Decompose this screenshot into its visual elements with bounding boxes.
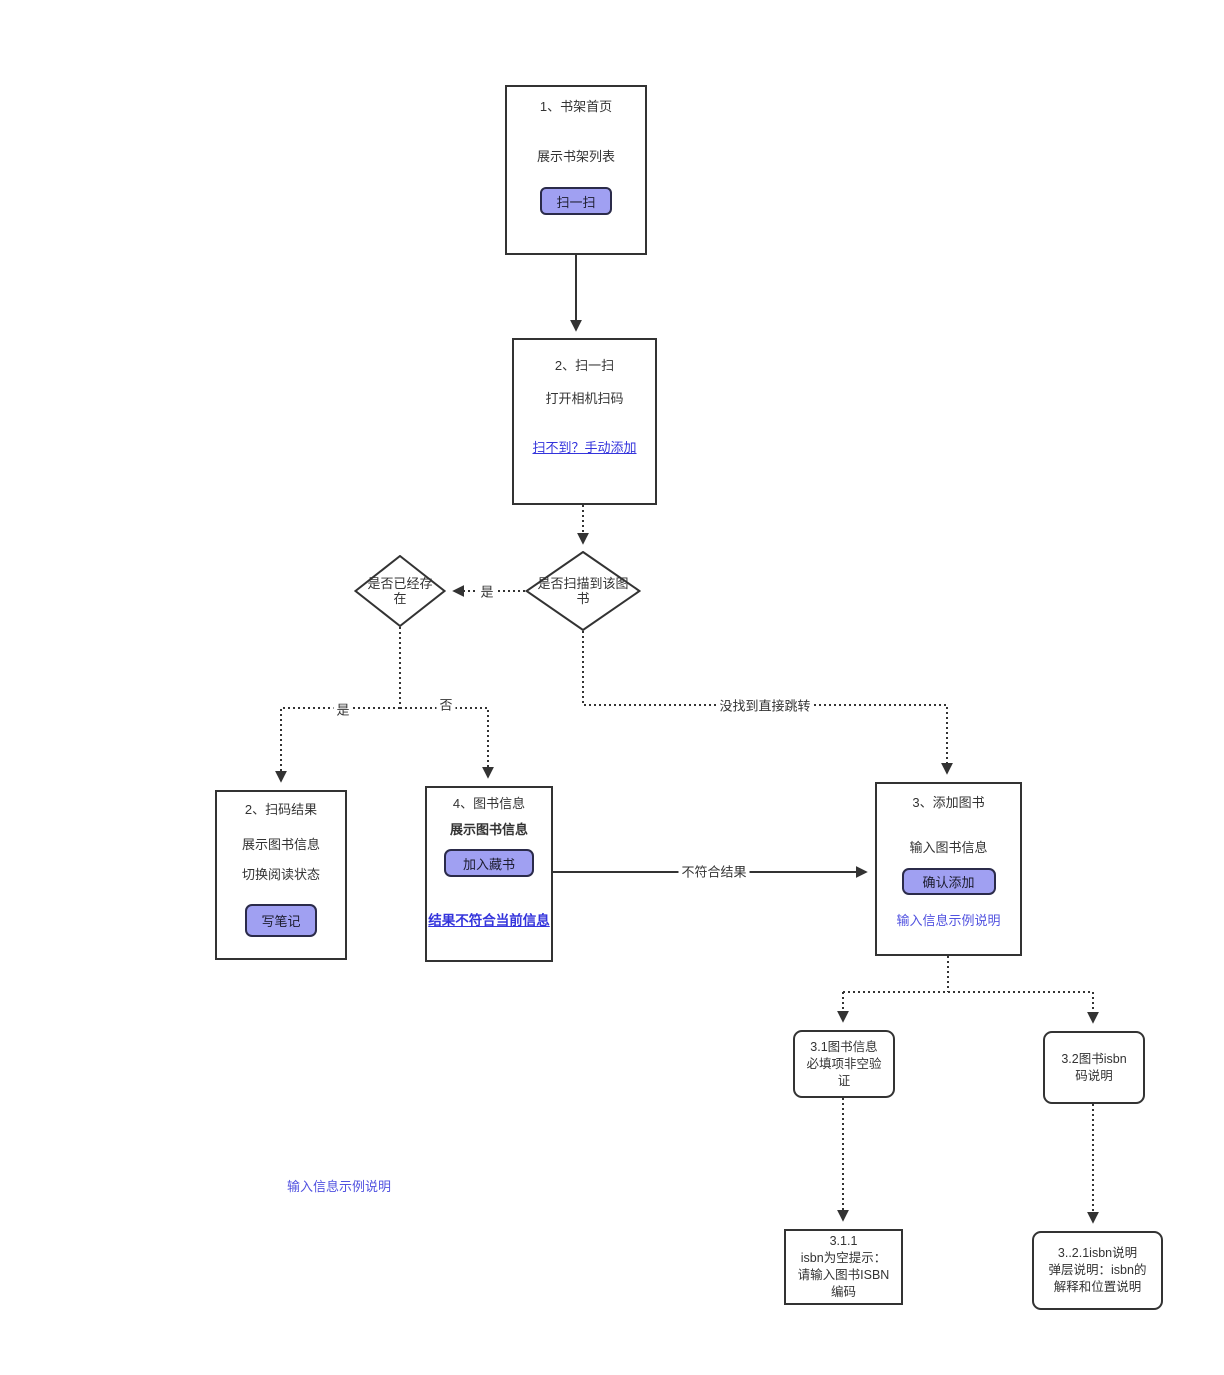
- node-scan: 2、扫一扫 打开相机扫码 扫不到？手动添加: [512, 338, 657, 505]
- node-text-line: 必填项非空验: [806, 1056, 882, 1071]
- node-title: 2、扫码结果: [244, 802, 318, 817]
- node-title: 2、扫一扫: [554, 358, 615, 373]
- diamond-shape: [525, 551, 641, 631]
- edge-label-not-found: 没找到直接跳转: [716, 695, 814, 715]
- edge-label-branch-no: 否: [436, 694, 456, 714]
- node-scan-result: 2、扫码结果 展示图书信息 切换阅读状态 写笔记: [215, 790, 347, 960]
- node-text: 展示图书信息: [241, 837, 320, 852]
- node-text-line: 3.1图书信息: [810, 1039, 878, 1054]
- node-text: 展示图书信息: [449, 822, 528, 837]
- decision-scanned: 是否扫描到该图书: [525, 551, 641, 631]
- node-text-line: 3.2图书isbn: [1061, 1051, 1127, 1066]
- node-text: 切换阅读状态: [241, 867, 320, 882]
- node-isbn-code-note: 3.2图书isbn 码说明: [1043, 1031, 1145, 1104]
- edge-label-mismatch: 不符合结果: [678, 861, 750, 881]
- node-text-line: 解释和位置说明: [1053, 1280, 1142, 1294]
- decision-label: 是否扫描到该图书: [537, 576, 629, 606]
- node-isbn-popup-note: 3..2.1isbn说明 弹层说明：isbn的 解释和位置说明: [1032, 1231, 1163, 1310]
- node-text: 打开相机扫码: [545, 391, 624, 406]
- decision-label: 是否已经存在: [367, 576, 433, 606]
- manual-add-link[interactable]: 扫不到？手动添加: [532, 440, 637, 455]
- node-text-line: 码说明: [1075, 1068, 1113, 1083]
- edge-exists-no-branch: [400, 707, 494, 779]
- node-text-line: 证: [837, 1073, 851, 1088]
- confirm-add-button[interactable]: 确认添加: [901, 868, 996, 895]
- node-text: 展示书架列表: [536, 149, 615, 164]
- node-title: 3、添加图书: [912, 795, 985, 810]
- edge-label-branch-yes: 是: [333, 699, 353, 719]
- scan-button[interactable]: 扫一扫: [540, 187, 612, 215]
- write-note-button[interactable]: 写笔记: [245, 904, 317, 937]
- node-text-line: 弹层说明：isbn的: [1048, 1263, 1147, 1277]
- result-mismatch-link[interactable]: 结果不符合当前信息: [428, 913, 550, 928]
- diamond-shape: [354, 555, 446, 627]
- decision-exists: 是否已经存在: [354, 555, 446, 627]
- node-text-line: 3..2.1isbn说明: [1057, 1246, 1138, 1260]
- node-title: 1、书架首页: [539, 99, 613, 114]
- node-isbn-empty-tip: 3.1.1 isbn为空提示： 请输入图书ISBN 编码: [784, 1229, 903, 1305]
- node-field-validation: 3.1图书信息 必填项非空验 证: [793, 1030, 895, 1098]
- input-example-link[interactable]: 输入信息示例说明: [896, 913, 1001, 928]
- node-shelf-home: 1、书架首页 展示书架列表 扫一扫: [505, 85, 647, 255]
- node-text-line: isbn为空提示：: [800, 1251, 887, 1265]
- edge-label-exists-yes: 是: [477, 581, 497, 601]
- node-add-book: 3、添加图书 输入图书信息 确认添加 输入信息示例说明: [875, 782, 1022, 956]
- node-title: 4、图书信息: [452, 796, 526, 811]
- node-book-info: 4、图书信息 展示图书信息 加入藏书 结果不符合当前信息: [425, 786, 553, 962]
- add-to-collection-button[interactable]: 加入藏书: [444, 849, 534, 877]
- node-text-line: 3.1.1: [829, 1234, 858, 1248]
- node-text: 输入图书信息: [909, 840, 988, 855]
- edge-exists-yes-branch: [275, 707, 400, 783]
- floating-input-example-link[interactable]: 输入信息示例说明: [287, 1179, 392, 1194]
- node-text-line: 请输入图书ISBN: [797, 1268, 890, 1282]
- node-text-line: 编码: [830, 1285, 856, 1299]
